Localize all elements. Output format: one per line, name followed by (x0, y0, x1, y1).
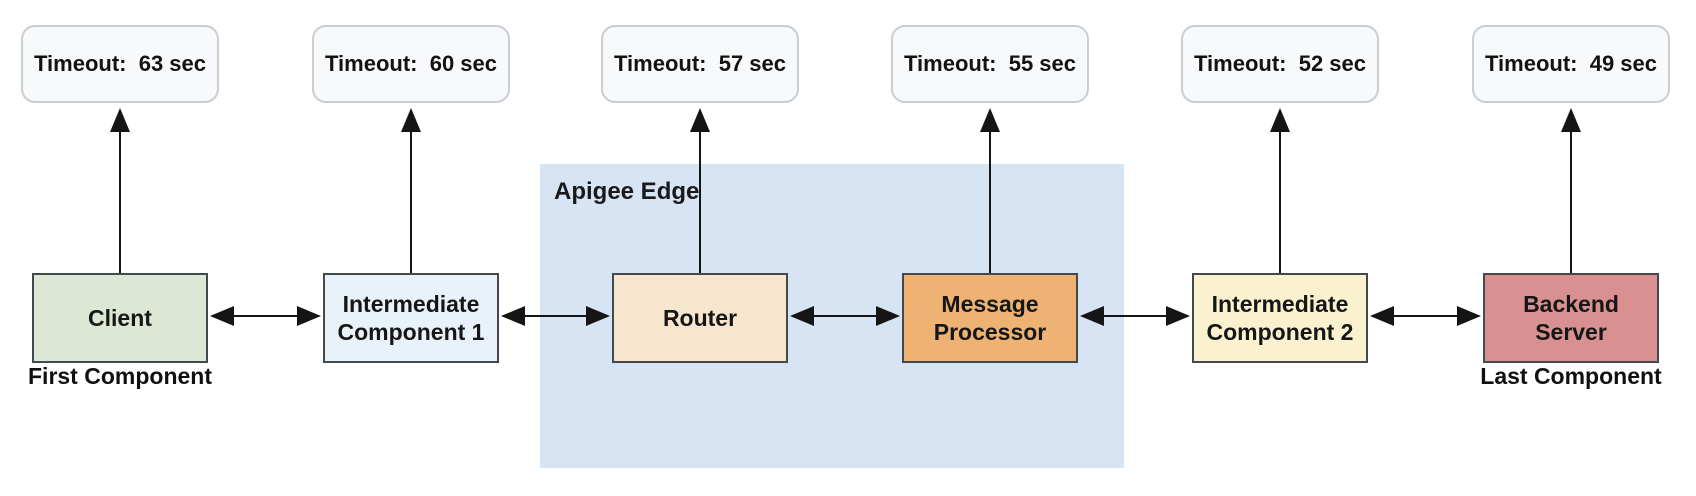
component-box-backend: Backend Server (1483, 273, 1659, 363)
component-label: Message Processor (933, 290, 1047, 345)
timeout-text: Timeout: 52 sec (1194, 51, 1366, 76)
timeout-box-client: Timeout: 63 sec (21, 25, 219, 103)
timeout-box-router: Timeout: 57 sec (601, 25, 799, 103)
component-box-router: Router (612, 273, 788, 363)
first-component-label: First Component (28, 363, 212, 389)
timeout-text: Timeout: 57 sec (614, 51, 786, 76)
timeout-text: Timeout: 60 sec (325, 51, 497, 76)
component-label: Intermediate Component 2 (1206, 290, 1354, 345)
last-component-label: Last Component (1480, 363, 1662, 389)
component-label: Client (88, 304, 152, 331)
apigee-edge-label: Apigee Edge (554, 178, 700, 205)
component-label: Router (662, 304, 738, 331)
timeout-text: Timeout: 49 sec (1485, 51, 1657, 76)
component-label: Intermediate Component 1 (337, 290, 485, 345)
timeout-box-backend: Timeout: 49 sec (1472, 25, 1670, 103)
component-label: Backend Server (1523, 290, 1619, 345)
timeout-text: Timeout: 63 sec (34, 51, 206, 76)
timeout-text: Timeout: 55 sec (904, 51, 1076, 76)
component-box-message-processor: Message Processor (902, 273, 1078, 363)
timeout-box-intermediate-1: Timeout: 60 sec (312, 25, 510, 103)
component-box-intermediate-2: Intermediate Component 2 (1192, 273, 1368, 363)
component-box-client: Client (32, 273, 208, 363)
timeout-box-message-processor: Timeout: 55 sec (891, 25, 1089, 103)
component-box-intermediate-1: Intermediate Component 1 (323, 273, 499, 363)
timeout-box-intermediate-2: Timeout: 52 sec (1181, 25, 1379, 103)
